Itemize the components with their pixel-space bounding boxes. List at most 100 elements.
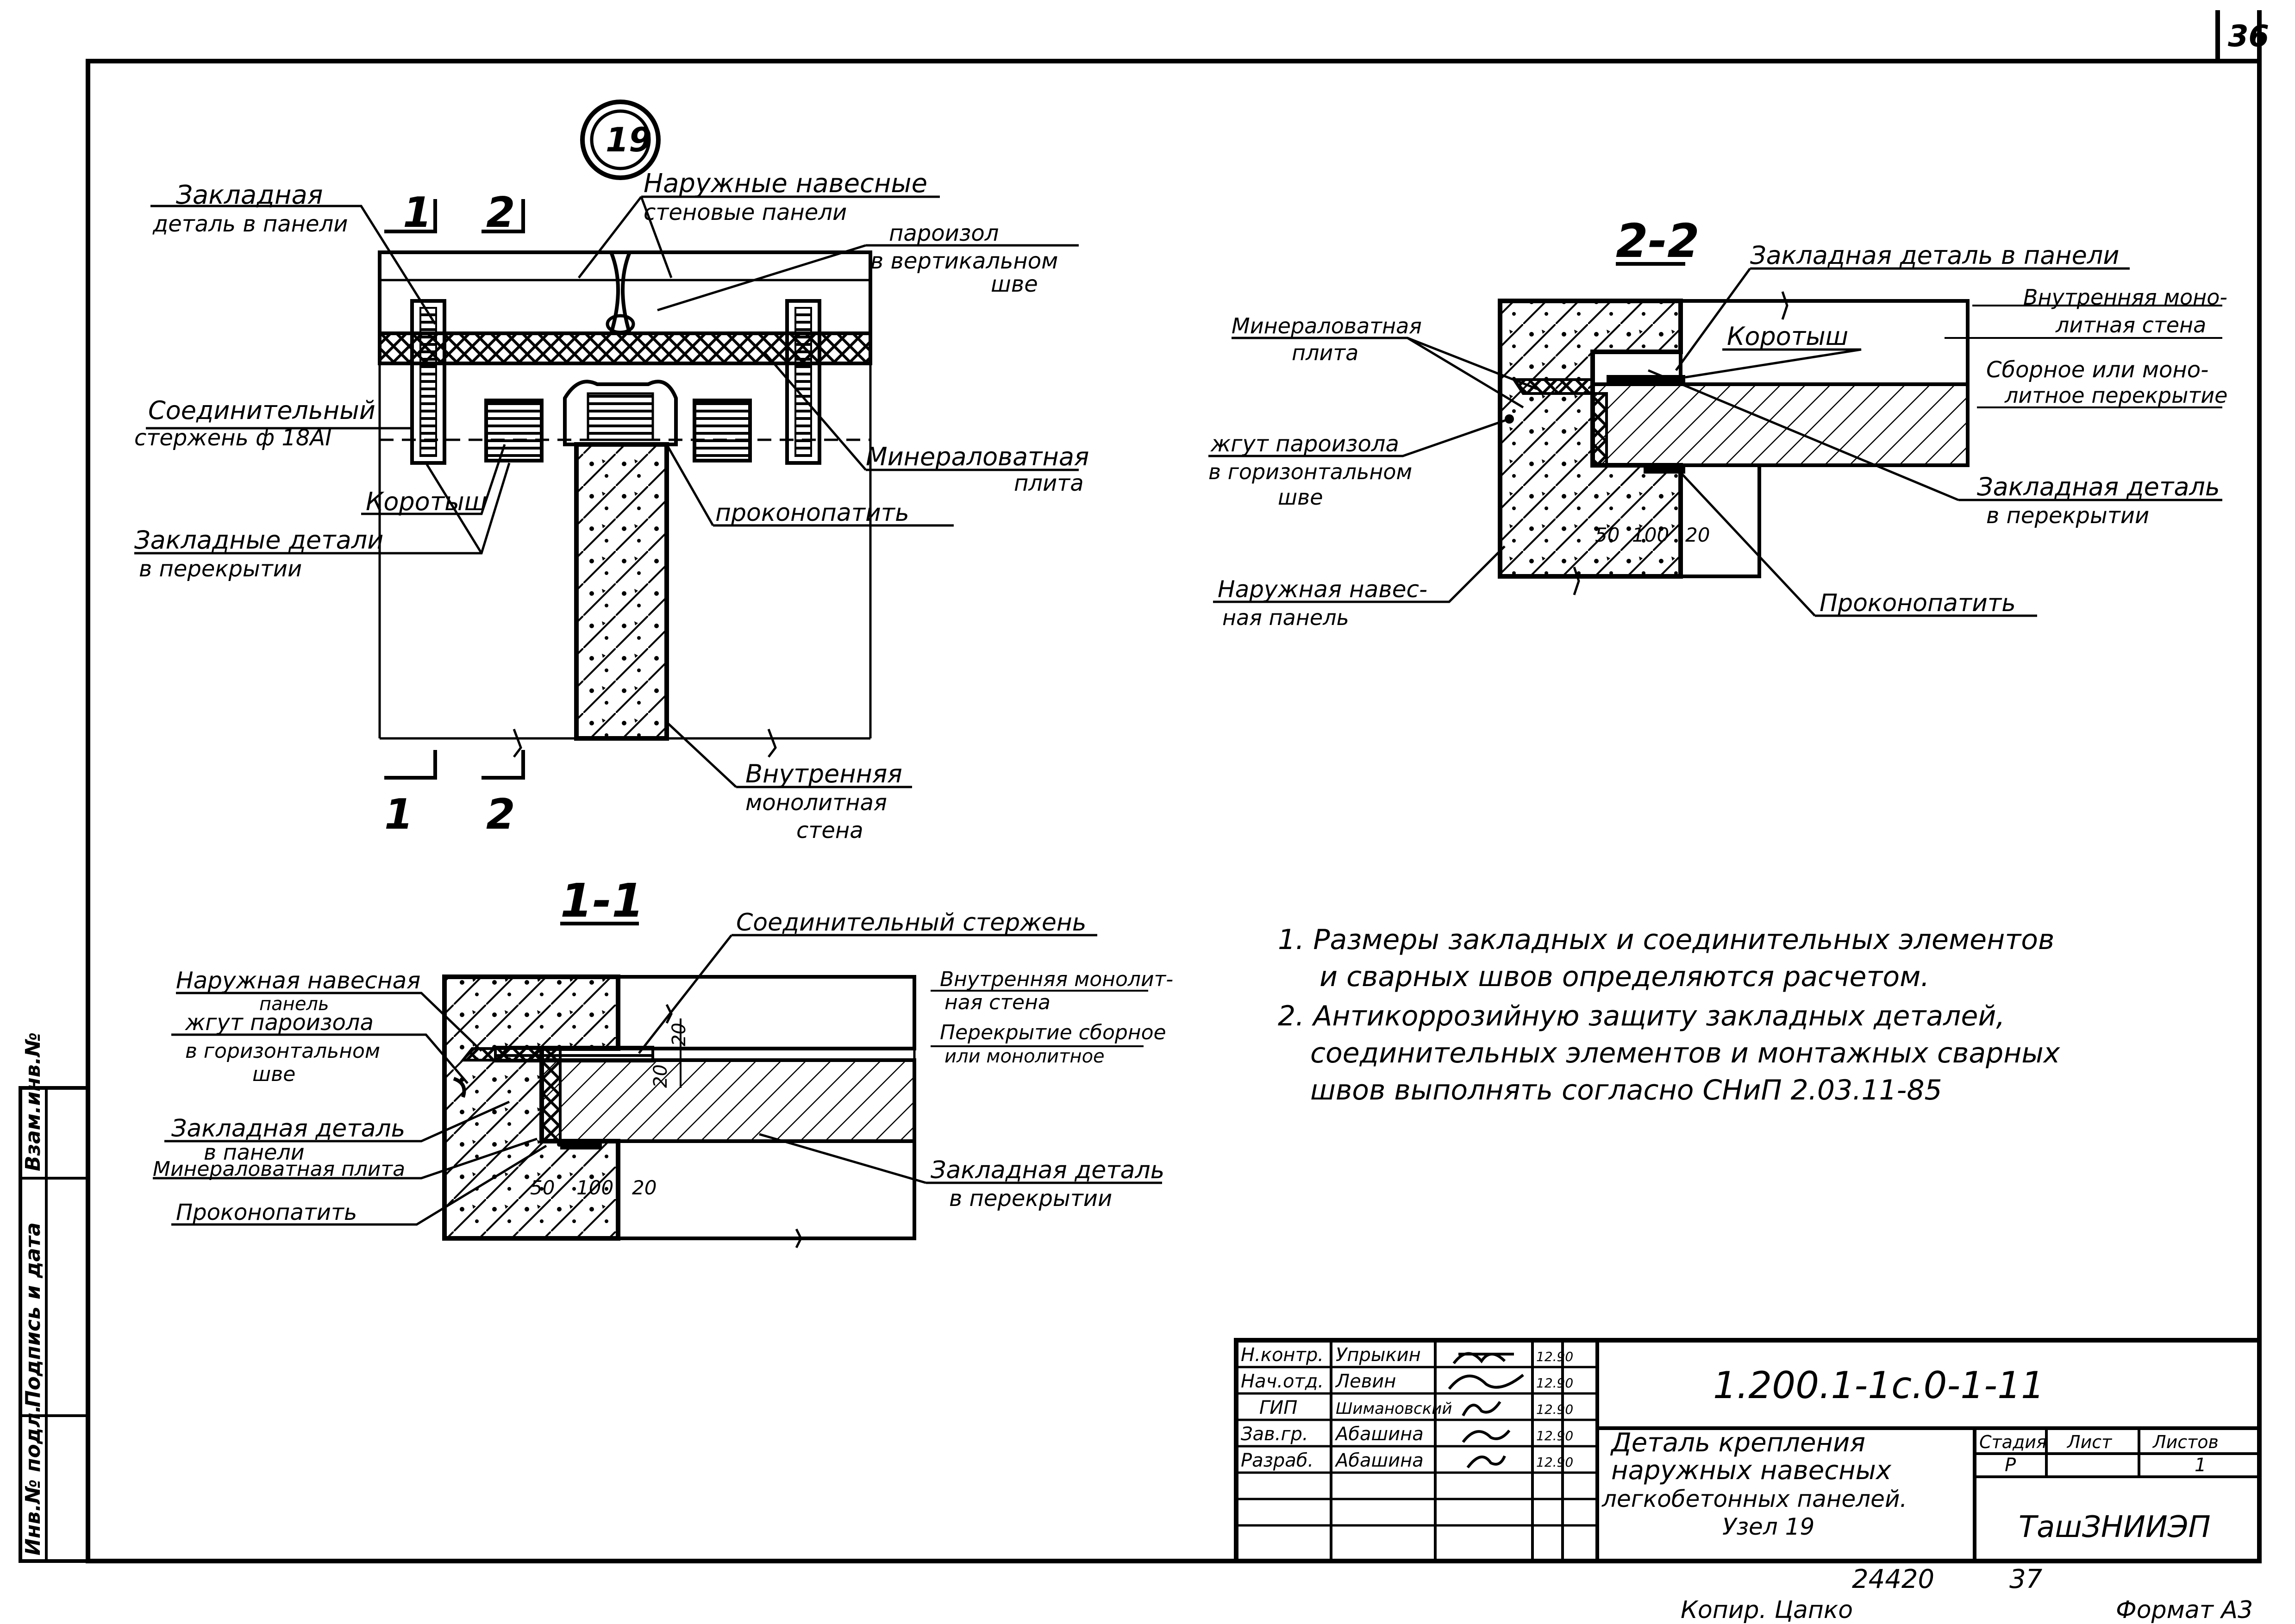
plan-label-vapor-vertical-2: в вертикальном xyxy=(870,248,1058,274)
name-1: Левин xyxy=(1335,1371,1396,1392)
date-4: 12.90 xyxy=(1536,1455,1573,1470)
s11-label-vapor-3: шве xyxy=(252,1062,295,1086)
s22-dim-20: 20 xyxy=(1685,524,1710,546)
stamp-sign-date: Подпись и дата xyxy=(21,1222,45,1407)
s11-label-connector-rod: Соединительный стержень xyxy=(736,909,1087,937)
cut-1-top: 1 xyxy=(403,188,432,237)
plan-label-caulk: проконопатить xyxy=(715,499,909,527)
note-1-line-1: 1. Размеры закладных и соединительных эл… xyxy=(1278,924,2054,956)
s22-label-vapor-1: жгут пароизола xyxy=(1210,431,1399,457)
s22-label-outer-panel-1: Наружная навес- xyxy=(1218,576,1427,603)
plan-label-outer-panels-2: стеновые панели xyxy=(644,200,847,225)
plan-label-inner-wall-1: Внутренняя xyxy=(745,759,902,788)
s11-label-mineral: Минераловатная плита xyxy=(153,1157,405,1181)
node-marker-label: 19 xyxy=(606,120,652,159)
s22-label-inner-wall-1: Внутренняя моно- xyxy=(2023,285,2227,310)
s22-dim-100: 100 xyxy=(1632,524,1669,546)
role-3: Зав.гр. xyxy=(1241,1424,1308,1445)
paper-format: Формат А3 xyxy=(2116,1596,2253,1624)
cut-1-bottom: 1 xyxy=(384,790,413,839)
embedded-bolt-right xyxy=(785,299,821,465)
role-4: Разраб. xyxy=(1241,1450,1313,1471)
s11-inner-wall xyxy=(616,975,916,1050)
plan-view xyxy=(134,100,1079,788)
stamp-inv-orig: Инв.№ подл. xyxy=(21,1405,45,1555)
s11-connector-rod xyxy=(494,1046,654,1062)
plan-label-outer-panels-1: Наружные навесные xyxy=(644,169,927,199)
s11-label-inner-wall-1: Внутренняя монолит- xyxy=(940,968,1173,991)
s11-label-embedded-panel-2: в панели xyxy=(204,1140,305,1165)
section-1-1 xyxy=(153,922,1162,1249)
s22-dim-50: 50 xyxy=(1595,524,1620,546)
sheets-total: 1 xyxy=(2195,1455,2206,1476)
s11-dim-100: 100 xyxy=(576,1176,613,1199)
s11-dim-20-vertical: 20 xyxy=(669,1023,690,1046)
s22-label-floor-1: Сборное или моно- xyxy=(1986,357,2208,383)
plan-label-vapor-vertical-1: пароизол xyxy=(889,220,999,246)
signature-2 xyxy=(1448,1374,1524,1390)
note-1-line-2: и сварных швов определяются расчетом. xyxy=(1319,961,1929,993)
short-piece-left xyxy=(484,399,544,462)
document-code: 1.200.1-1с.0-1-11 xyxy=(1713,1364,2045,1407)
plan-label-embedded-panel-1: Закладная xyxy=(176,180,323,210)
s11-label-embedded-panel-1: Закладная деталь xyxy=(171,1115,405,1143)
s22-title: 2-2 xyxy=(1616,214,1700,268)
role-1: Нач.отд. xyxy=(1241,1371,1324,1392)
s22-label-inner-wall-2: литная стена xyxy=(2055,312,2206,337)
s11-label-caulk: Проконопатить xyxy=(176,1199,357,1225)
side-stamp xyxy=(19,1086,90,1563)
plan-label-connector-rod-1: Соединительный xyxy=(148,396,375,425)
s22-label-outer-panel-2: ная панель xyxy=(1222,605,1349,630)
plan-label-mineral-2: плита xyxy=(1014,470,1084,496)
plan-label-embedded-floor-2: в перекрытии xyxy=(139,556,302,582)
name-2: Шимановский xyxy=(1336,1399,1452,1418)
inner-wall-plan xyxy=(574,442,669,741)
name-0: Упрыкин xyxy=(1336,1344,1421,1366)
sheet-header: Лист xyxy=(2066,1432,2113,1452)
sheets-header: Листов xyxy=(2152,1432,2219,1452)
s11-dim-50: 50 xyxy=(530,1176,555,1199)
s22-label-embedded-floor-2: в перекрытии xyxy=(1986,503,2149,529)
sheet-frame xyxy=(86,10,2262,1563)
date-0: 12.90 xyxy=(1536,1349,1573,1364)
s22-embedded-floor xyxy=(1644,465,1685,474)
role-0: Н.контр. xyxy=(1241,1344,1324,1366)
signature-3 xyxy=(1462,1401,1501,1417)
node-marker-outer xyxy=(580,100,661,180)
doc-title-4: Узел 19 xyxy=(1722,1513,1814,1540)
s11-floor-slab xyxy=(540,1058,916,1143)
inventory-number: 24420 xyxy=(1852,1564,1934,1594)
s11-label-vapor-2: в горизонтальном xyxy=(185,1039,380,1063)
s11-label-embedded-floor-2: в перекрытии xyxy=(949,1186,1112,1212)
title-block-text: Н.контр. Нач.отд. ГИП Зав.гр. Разраб. Уп… xyxy=(1241,1344,2219,1544)
signature-1 xyxy=(1452,1352,1514,1364)
sheet-number: 36 xyxy=(2228,19,2269,54)
role-2: ГИП xyxy=(1259,1397,1297,1418)
s11-label-inner-wall-2: ная стена xyxy=(944,991,1051,1014)
plan-label-embedded-panel-2: деталь в панели xyxy=(152,211,348,237)
plan-label-inner-wall-3: стена xyxy=(796,818,863,843)
s11-label-outer-panel-2: панель xyxy=(259,993,329,1015)
s11-dim-20: 20 xyxy=(632,1176,657,1199)
section-2-2 xyxy=(1208,262,2222,617)
name-4: Абашина xyxy=(1334,1450,1424,1471)
s22-label-caulk: Проконопатить xyxy=(1820,589,2016,617)
s11-dim-20-vertical-2: 20 xyxy=(650,1064,671,1088)
doc-title-2: наружных навесных xyxy=(1611,1455,1892,1486)
stamp-inv-repl: Взам.инв.№ xyxy=(21,1032,45,1171)
signature-5 xyxy=(1466,1455,1506,1468)
stage-value: Р xyxy=(2005,1455,2016,1476)
s22-label-short-piece: Коротыш xyxy=(1727,322,1848,351)
s11-label-vapor-1: жгут пароизола xyxy=(185,1010,374,1036)
node-marker-inner xyxy=(590,109,651,170)
plan-label-inner-wall-2: монолитная xyxy=(745,790,887,816)
signature-4 xyxy=(1462,1430,1511,1443)
plan-label-connector-rod-2: стержень ф 18АI xyxy=(134,425,331,451)
doc-title-3: легкобетонных панелей. xyxy=(1601,1486,1907,1512)
embedded-bolt-left xyxy=(410,299,446,465)
copy-number: 37 xyxy=(2009,1564,2043,1594)
notes: 1. Размеры закладных и соединительных эл… xyxy=(1278,924,2060,1106)
date-3: 12.90 xyxy=(1536,1428,1573,1443)
s11-label-floor-1: Перекрытие сборное xyxy=(940,1021,1166,1044)
